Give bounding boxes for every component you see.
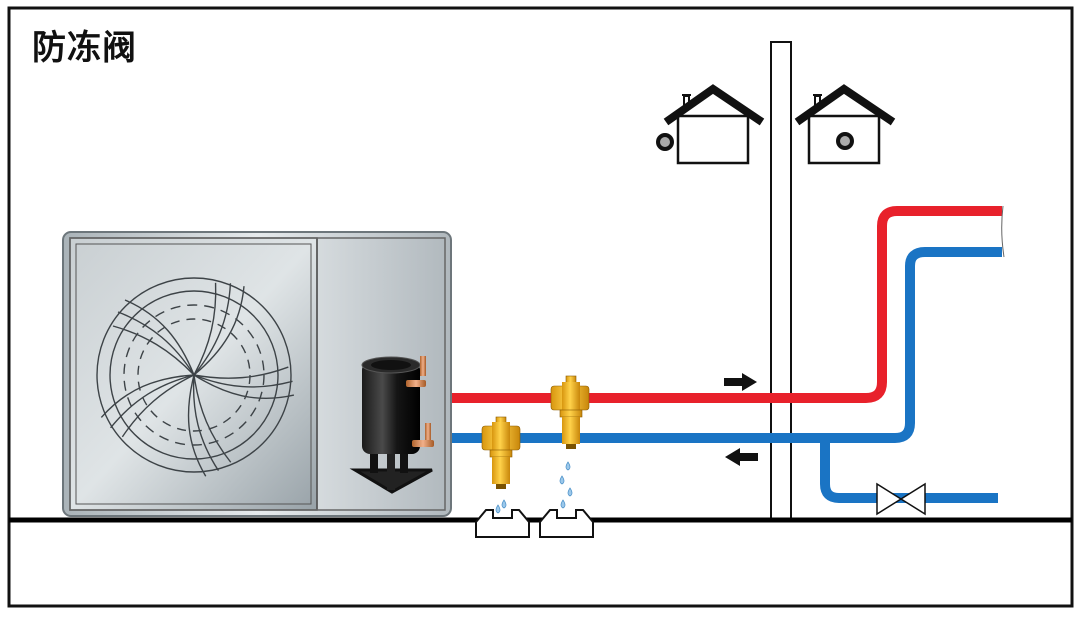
pipe-break-line [1001,205,1005,258]
compressor-tank-icon [349,356,434,494]
flow-arrow-right-icon [724,373,757,391]
branch-pipe-cold [820,438,998,503]
drain-collector-2-icon [539,509,594,538]
fan-icon [96,274,305,484]
freeze-protection-valve-supply-icon [550,375,590,449]
return-pipe-cold [448,247,1002,443]
wall [770,41,792,521]
diagram-title: 防冻阀 [32,28,137,68]
water-drops-icon [495,461,573,514]
house-outside-icon [656,84,765,165]
freeze-protection-valve-return-icon [481,416,521,489]
house-inside-icon [794,84,896,165]
flow-arrow-left-icon [725,448,758,466]
drain-collector-1-icon [475,509,530,538]
shutoff-valve-icon [876,482,926,516]
supply-pipe-hot [448,206,1002,403]
